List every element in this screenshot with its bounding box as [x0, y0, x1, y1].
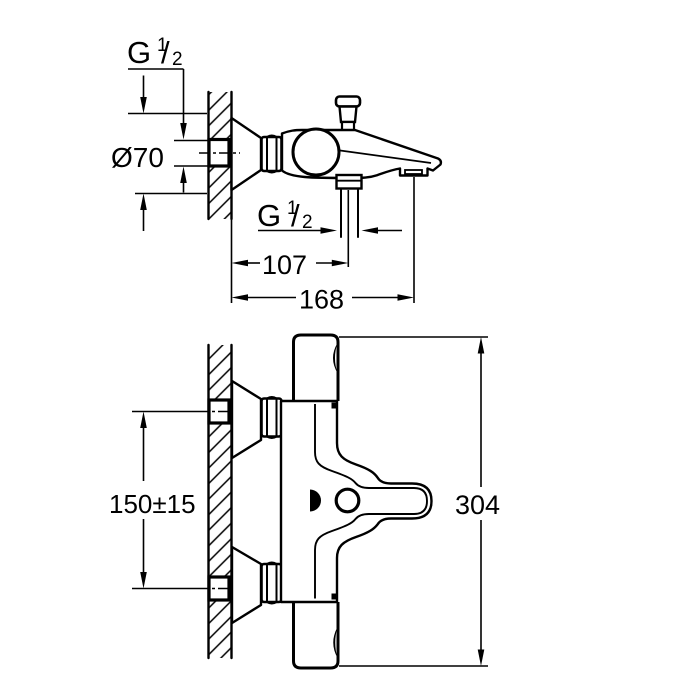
economy-button-mark: [310, 489, 321, 512]
knob-grip-notch-upper: [333, 343, 338, 373]
dim-thread-wall: G 1 / 2: [127, 35, 209, 193]
cartridge-circle: [291, 127, 341, 177]
union-nut-upper: [260, 396, 283, 439]
diameter-label: Ø70: [111, 142, 164, 173]
label-text: /: [291, 198, 300, 233]
label-text: 1: [287, 198, 298, 219]
shower-outlet: [335, 173, 363, 238]
union-nut-lower: [260, 561, 283, 605]
safety-button: [334, 487, 361, 514]
knob-grip-notch-lower: [333, 627, 338, 658]
label-text: 2: [172, 49, 183, 70]
escutcheon-top-view: [230, 116, 263, 192]
temperature-knob: [292, 333, 340, 401]
dim-thread-shower: G 1 / 2: [257, 198, 402, 234]
thread-wall-label: G 1 / 2: [127, 35, 183, 70]
union-nut-top-view: [260, 134, 283, 174]
scale-marker-upper: [331, 402, 338, 409]
aerator-insert: [404, 169, 423, 175]
dim-304: 304: [339, 336, 500, 667]
flow-knob: [292, 602, 340, 670]
label-text: G: [127, 35, 151, 70]
wall-hatch-bottom-view: [207, 343, 233, 660]
dim-168: 168: [231, 285, 414, 315]
scale-marker-lower: [331, 593, 338, 600]
label-text: /: [161, 35, 170, 70]
dim-escutcheon-diameter: Ø70: [111, 75, 207, 231]
dim-150-label: 150±15: [109, 489, 196, 519]
escutcheon-upper: [230, 379, 263, 460]
dim-150: 150±15: [109, 411, 196, 589]
thread-shower-label: G 1 / 2: [257, 198, 313, 233]
label-text: 1: [157, 35, 168, 56]
dim-168-label: 168: [299, 285, 344, 315]
label-text: 2: [302, 212, 313, 233]
diverter-knob: [334, 95, 362, 133]
escutcheon-lower: [230, 545, 263, 625]
label-text: G: [257, 198, 281, 233]
fitting-centerlines: [132, 410, 238, 590]
dim-107: 107: [231, 250, 349, 280]
bottom-view-front: 150±15 304: [109, 333, 500, 670]
top-view-side: G 1 / 2 Ø70 G 1: [111, 35, 443, 315]
body-contour-line: [314, 404, 428, 599]
dim-304-label: 304: [455, 490, 500, 520]
dim-107-label: 107: [262, 250, 307, 280]
